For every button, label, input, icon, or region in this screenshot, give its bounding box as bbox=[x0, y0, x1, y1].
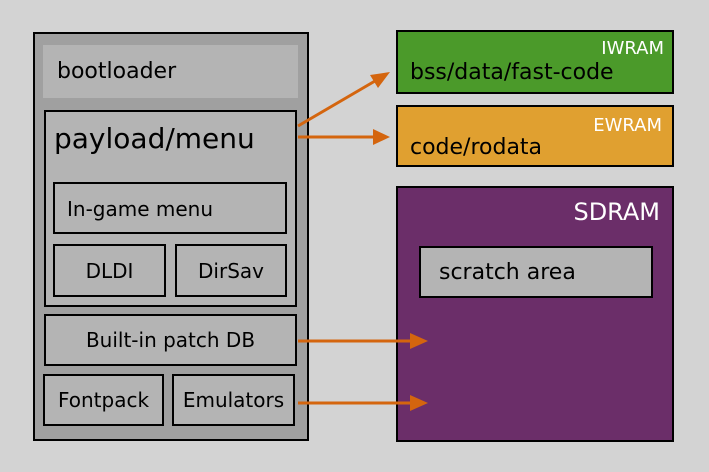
patch-db-label: Built-in patch DB bbox=[85, 328, 256, 352]
ewram-contents: code/rodata bbox=[410, 135, 543, 160]
dldi-block: DLDI bbox=[53, 244, 166, 297]
fontpack-block: Fontpack bbox=[43, 374, 164, 426]
arrow-payload-iwram bbox=[297, 79, 376, 128]
iwram-contents: bss/data/fast-code bbox=[410, 60, 614, 85]
emulators-label: Emulators bbox=[182, 388, 285, 412]
payload-title: payload/menu bbox=[54, 122, 255, 155]
arrowhead-iwram bbox=[370, 72, 390, 88]
iwram-name: IWRAM bbox=[601, 38, 664, 59]
dirsav-label: DirSav bbox=[198, 259, 264, 283]
sdram-name: SDRAM bbox=[573, 198, 660, 226]
emulators-block: Emulators bbox=[172, 374, 295, 426]
arrowhead-patchdb bbox=[410, 333, 428, 349]
ewram-block: EWRAM code/rodata bbox=[396, 105, 674, 167]
dldi-label: DLDI bbox=[85, 259, 134, 283]
dirsav-block: DirSav bbox=[175, 244, 287, 297]
fontpack-label: Fontpack bbox=[57, 388, 150, 412]
scratch-area-label: scratch area bbox=[439, 260, 576, 285]
sdram-block: SDRAM bbox=[396, 186, 674, 442]
ewram-name: EWRAM bbox=[593, 115, 662, 136]
patch-db-block: Built-in patch DB bbox=[44, 314, 297, 366]
ingame-menu-label: In-game menu bbox=[67, 197, 214, 221]
bootloader-label: bootloader bbox=[57, 59, 177, 84]
scratch-area-block: scratch area bbox=[419, 246, 653, 298]
bootloader-block: bootloader bbox=[43, 45, 298, 98]
arrowhead-ewram bbox=[373, 129, 390, 145]
iwram-block: IWRAM bss/data/fast-code bbox=[396, 30, 674, 94]
arrowhead-emulators bbox=[410, 395, 428, 411]
ingame-menu-block: In-game menu bbox=[53, 182, 287, 234]
